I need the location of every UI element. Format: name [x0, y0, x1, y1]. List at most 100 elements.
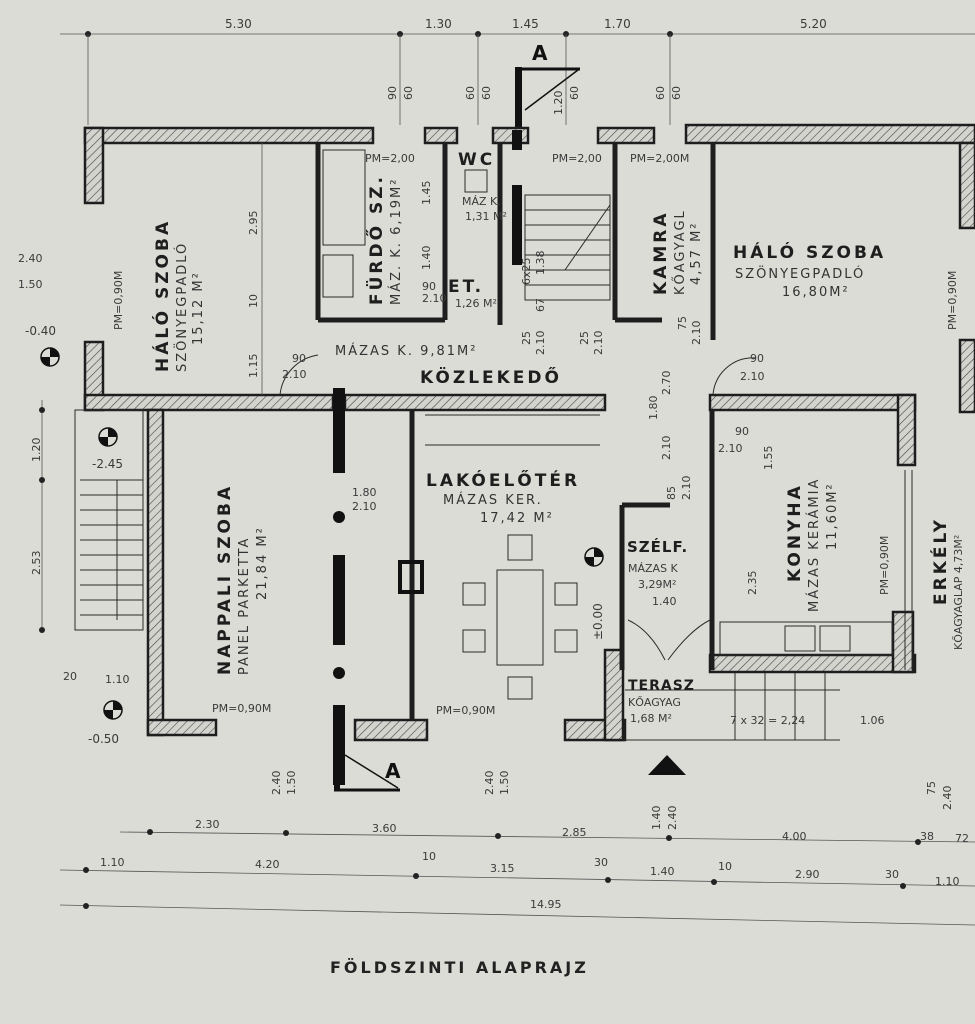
- room-pantry: KAMRA KŐAGYAGL 4,57 M² PM=2,00M: [630, 152, 704, 295]
- dim: 2.40: [941, 786, 954, 811]
- room-name: TERASZ: [628, 678, 695, 694]
- dim: 20: [63, 670, 77, 683]
- window-sill: PM=0,90M: [212, 702, 271, 715]
- dim: 30: [594, 856, 608, 869]
- dim: 2.10: [690, 321, 703, 346]
- dim: 10: [718, 860, 732, 873]
- dim: 75: [925, 781, 938, 795]
- dim: 2.10: [718, 442, 743, 455]
- room-name: FÜRDŐ SZ.: [365, 174, 387, 305]
- dim: 2.30: [195, 818, 220, 831]
- room-name: NAPPALI SZOBA: [215, 484, 235, 675]
- room-name: WC: [458, 150, 495, 170]
- dim: 1.15: [247, 354, 260, 379]
- dim: 72: [955, 832, 969, 845]
- interior-dimensions: 2.95 10 1.15 90 2.10 1.45 1.40 90 2.10 2…: [247, 143, 775, 595]
- stair-window-sill: PM=2,00: [552, 152, 602, 165]
- dim-window: 60: [654, 86, 667, 100]
- room-floor: PANEL PARKETTA: [237, 537, 252, 675]
- room-bedroom1: HÁLÓ SZOBA SZÖNYEGPADLÓ 15,12 M² PM=0,90…: [112, 219, 206, 372]
- dim: 2.70: [660, 371, 673, 396]
- dim: 30: [885, 868, 899, 881]
- dim-window: 1.20: [552, 91, 565, 116]
- dim-top: 1.70: [604, 17, 631, 31]
- dim: 3.60: [372, 822, 397, 835]
- dim-top: 5.30: [225, 17, 252, 31]
- dim-total: 14.95: [530, 898, 562, 911]
- dim-top: 5.20: [800, 17, 827, 31]
- room-area: 1,26 M²: [455, 297, 497, 310]
- dim-window: 60: [568, 86, 581, 100]
- dim: 1.10: [100, 856, 125, 869]
- dim: 2.40: [270, 771, 283, 796]
- room-area: 3,29M²: [638, 578, 676, 591]
- room-living: NAPPALI SZOBA PANEL PARKETTA 21,84 M² PM…: [212, 484, 271, 715]
- basement-stair: [74, 409, 144, 631]
- level-label: -0.50: [88, 732, 119, 746]
- room-hall: LAKÓELŐTÉR MÁZAS KER. 17,42 M² PM=0,90M: [426, 469, 580, 717]
- room-name: KÖZLEKEDŐ: [420, 366, 562, 388]
- dim: 25: [520, 331, 533, 345]
- room-area: 1,31 M²: [465, 210, 507, 223]
- dim: 2.10: [534, 331, 547, 356]
- dim: 4.00: [782, 830, 807, 843]
- terrace-steps: [625, 672, 840, 741]
- svg-text:A: A: [532, 41, 548, 65]
- level-markers: -0.40 -2.45 -0.50 ±0.00: [25, 324, 605, 746]
- room-terrace: TERASZ KŐAGYAG 1,68 M² 7 x 32 = 2,24 1.0…: [628, 678, 885, 727]
- dim: 1.80: [352, 486, 377, 499]
- dim: 2.10: [592, 331, 605, 356]
- kitchen-counter: [719, 621, 893, 656]
- dim-window: 60: [402, 86, 415, 100]
- drawing-title: FÖLDSZINTI ALAPRAJZ: [330, 958, 589, 977]
- dim: 4.20: [255, 858, 280, 871]
- dim: 2.10: [740, 370, 765, 383]
- dim: 1.50: [18, 278, 43, 291]
- dim: 2.10: [282, 368, 307, 381]
- dim: 85: [665, 486, 678, 500]
- dim: 3.15: [490, 862, 515, 875]
- balcony-paving: [904, 470, 913, 670]
- room-bedroom2: HÁLÓ SZOBA SZÖNYEGPADLÓ 16,80M² PM=0,90M: [733, 241, 959, 330]
- room-name: ET.: [448, 277, 484, 297]
- walls: [83, 123, 975, 785]
- window-sill: PM=0,90M: [946, 271, 959, 330]
- dim-window: 60: [464, 86, 477, 100]
- room-area: 15,12 M²: [191, 271, 206, 345]
- dim: 90: [292, 352, 306, 365]
- dim: 2.90: [795, 868, 820, 881]
- room-area: 11,60M²: [825, 482, 840, 550]
- dim: 2.40: [483, 771, 496, 796]
- room-name: SZÉLF.: [627, 537, 688, 556]
- dim: 2.40: [666, 806, 679, 831]
- dim: 75: [676, 316, 689, 330]
- level-label: ±0.00: [591, 603, 605, 640]
- room-floor: KŐAGYAGLAP 4,73M²: [951, 535, 965, 650]
- window-sill: PM=2,00: [365, 152, 415, 165]
- room-et: ET. 1,26 M²: [448, 277, 497, 310]
- dim: 2.85: [562, 826, 587, 839]
- dim: 90: [735, 425, 749, 438]
- room-width: 1.40: [652, 595, 677, 608]
- room-name: LAKÓELŐTÉR: [426, 469, 580, 491]
- dim: 90: [422, 280, 436, 293]
- room-wc: WC MÁZ K. 1,31 M²: [458, 150, 507, 223]
- top-dimension-chain: 5.30 1.30 1.45 1.70 5.20 90 60 60 60 1.2…: [60, 17, 975, 125]
- staircase: [524, 194, 611, 301]
- dim: 1.40: [650, 865, 675, 878]
- room-name: ERKÉLY: [929, 517, 951, 605]
- room-balcony: ERKÉLY KŐAGYAGLAP 4,73M²: [929, 517, 965, 650]
- room-floor: SZÖNYEGPADLÓ: [173, 242, 190, 372]
- dim: 25: [578, 331, 591, 345]
- dim: 1.10: [105, 673, 130, 686]
- dining-table: [462, 534, 578, 700]
- room-floor: MÁZAS K. 9,81M²: [335, 343, 477, 359]
- room-floor: MÁZAS KER.: [443, 492, 543, 508]
- dim: 2.95: [247, 211, 260, 236]
- steps-dimension: 7 x 32 = 2,24: [730, 714, 805, 727]
- room-area: 4,57 M²: [689, 221, 704, 285]
- dim: 2.40: [18, 252, 43, 265]
- room-name: KAMRA: [651, 211, 671, 296]
- room-area: 1,68 M²: [630, 712, 672, 725]
- dim: 67: [534, 298, 547, 312]
